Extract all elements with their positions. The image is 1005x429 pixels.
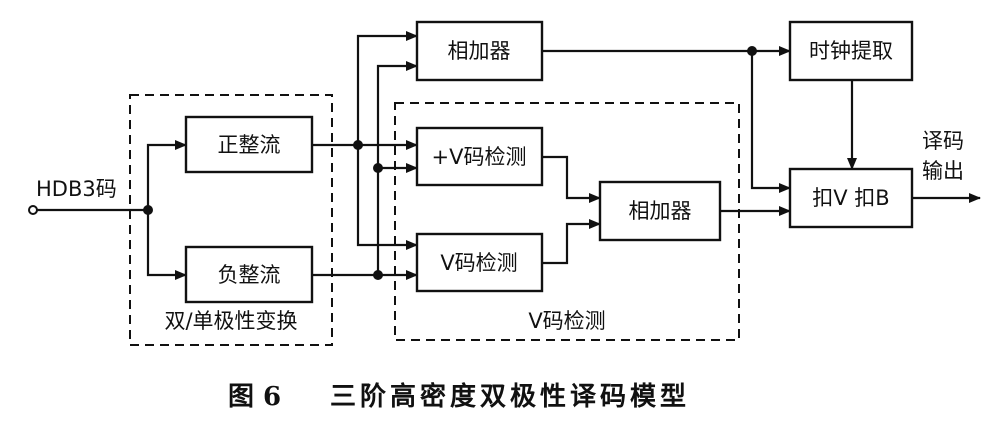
wire-neg-to-adder-top <box>376 61 418 275</box>
positive-rectifier-block: 正整流 <box>184 115 314 174</box>
wire-to-negative-rectifier <box>146 210 187 280</box>
wire-minus-v-to-adder <box>542 219 601 265</box>
remove-vb-block: 扣V 扣B <box>788 167 914 229</box>
wire-to-positive-rectifier <box>146 140 187 210</box>
negative-rectifier-label: 负整流 <box>218 263 281 287</box>
negative-rectifier-block: 负整流 <box>184 245 314 304</box>
clock-extract-label: 时钟提取 <box>809 39 893 63</box>
adder-mid-block: 相加器 <box>598 180 722 242</box>
input-terminal <box>28 205 38 215</box>
minus-v-detect-block: V码检测 <box>415 232 544 293</box>
positive-rectifier-label: 正整流 <box>218 133 281 157</box>
adder-top-block: 相加器 <box>415 20 544 82</box>
wire-pos-to-minus-v <box>356 145 418 250</box>
bipolar-unipolar-group-label: 双/单极性变换 <box>164 309 297 333</box>
wire-adder-to-remove <box>750 51 791 193</box>
figure-number: 图 6 <box>228 382 281 412</box>
clock-extract-block: 时钟提取 <box>788 20 914 82</box>
minus-v-detect-label: V码检测 <box>440 251 517 275</box>
v-detection-group <box>394 102 740 341</box>
remove-vb-label: 扣V 扣B <box>812 186 889 210</box>
output-label-line2: 输出 <box>922 159 964 183</box>
adder-top-label: 相加器 <box>448 39 511 63</box>
signal-wires <box>28 31 981 280</box>
input-signal-label: HDB3码 <box>36 177 117 201</box>
v-detection-group-label: V码检测 <box>528 309 605 333</box>
adder-mid-label: 相加器 <box>629 199 692 223</box>
plus-v-detect-label: +V码检测 <box>432 145 527 169</box>
plus-v-detect-block: +V码检测 <box>415 126 544 187</box>
output-label-line1: 译码 <box>922 129 964 153</box>
figure-title: 三阶高密度双极性译码模型 <box>330 381 690 412</box>
wire-plus-v-to-adder <box>542 155 601 203</box>
wire-pos-to-adder-top <box>356 31 418 145</box>
